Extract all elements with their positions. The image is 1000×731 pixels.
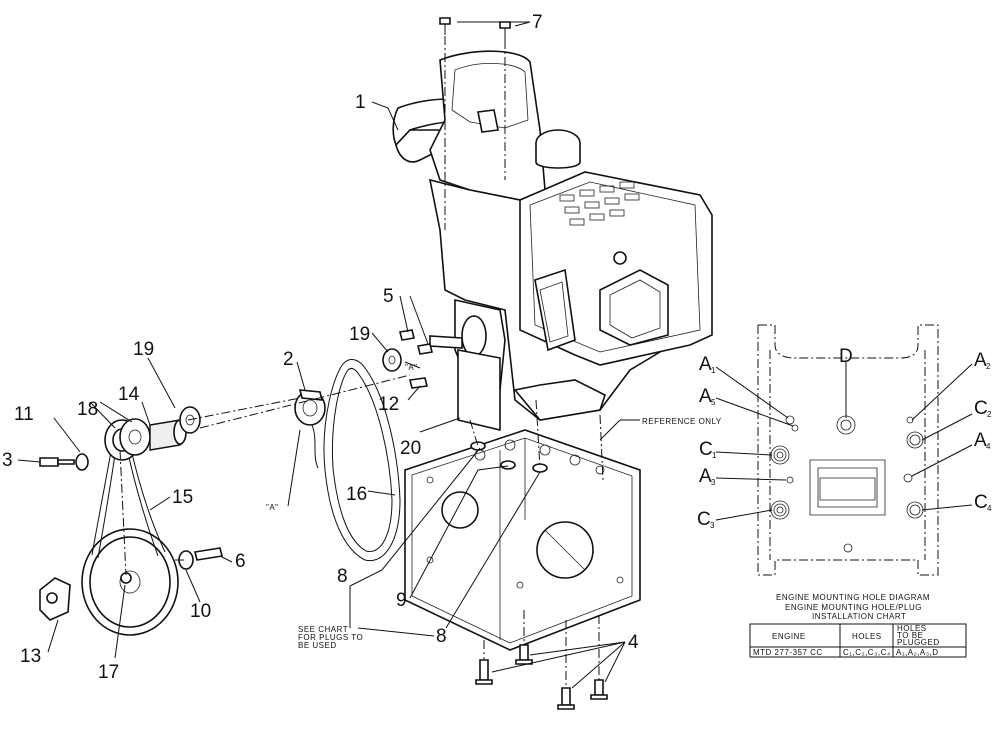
chart-title-2: INSTALLATION CHART [812,612,906,621]
callout-8-bottom: 8 [436,626,447,647]
bolt-part-5a [399,329,415,341]
plug-part-8a [470,441,486,451]
note-reference-only: REFERENCE ONLY [642,417,722,426]
callout-19-center: 19 [349,324,370,345]
callout-3: 3 [2,450,13,471]
installation-chart: ENGINE MOUNTING HOLE/PLUG INSTALLATION C… [749,603,967,658]
callout-20: 20 [400,438,421,459]
hole-label-c4: C [974,492,988,513]
plug-part-9 [500,460,516,470]
spacer-part-14 [149,406,201,451]
chart-header-holes: HOLES [852,632,882,641]
hole-label-c2: C [974,398,988,419]
note-a-left: "A" [266,503,279,512]
callout-11: 11 [14,404,34,425]
hole-label-a5-sub: 5 [711,398,716,407]
chart-header-plugged-1: HOLES [897,624,927,633]
hole-label-c1: C [699,439,713,460]
plate-part-20 [457,349,501,432]
callout-5: 5 [383,286,394,307]
pulley-part-18 [104,418,151,461]
cover-vents [559,181,640,226]
chart-title-1: ENGINE MOUNTING HOLE/PLUG [785,603,922,612]
callout-8-left: 8 [337,566,348,587]
chart-header-plugged-2: TO BE [897,631,923,640]
hole-label-a1: A [699,354,712,375]
note-a-right: "A" [405,363,418,372]
callout-12: 12 [378,394,399,415]
bolt-part-6 [194,547,223,561]
callout-7: 7 [532,12,543,33]
callout-18: 18 [77,399,98,420]
hole-diagram-title: ENGINE MOUNTING HOLE DIAGRAM [776,593,930,602]
chart-cell-holes: C₁,C₂,C₃,C₄ [843,648,891,657]
leader-lines [17,21,640,689]
bolt-part-7b [499,21,511,29]
callout-10: 10 [190,601,211,622]
hole-label-d: D [839,346,853,367]
bolt-part-5b [417,343,433,355]
callout-13: 13 [20,646,41,667]
note-see-chart-2: FOR PLUGS TO [298,633,363,642]
callout-numbers: 1 2 3 4 5 6 7 8 8 9 10 11 12 13 14 15 16… [2,12,639,683]
hole-diagram: D A 1 A 5 C 1 A 3 C 3 A 2 C 2 A 4 C 4 EN… [697,324,992,602]
hole-label-a3-sub: 3 [711,478,716,487]
callout-9: 9 [396,590,407,611]
chart-cell-engine: MTD 277-357 CC [753,648,823,657]
callout-17: 17 [98,662,119,683]
hole-label-c3-sub: 3 [710,521,715,530]
engine-assembly [392,50,713,432]
bolts-part-4 [475,644,608,710]
washer-part-11 [75,453,89,471]
chart-header-engine: ENGINE [772,632,806,641]
hole-label-a2-sub: 2 [986,362,991,371]
alignment-lines [119,36,604,688]
callout-16: 16 [346,484,367,505]
hole-label-a4: A [974,430,987,451]
chart-header-plugged-3: PLUGGED [897,638,940,647]
note-see-chart-3: BE USED [298,641,337,650]
hole-label-a2: A [974,350,987,371]
hole-label-a1-sub: 1 [711,366,716,375]
hole-label-c4-sub: 4 [987,504,992,513]
hole-label-a5: A [699,386,712,407]
callout-4: 4 [628,632,639,653]
callout-15: 15 [172,487,193,508]
hole-label-c1-sub: 1 [712,451,717,460]
hole-label-a3: A [699,466,712,487]
chart-cell-plugged: A₁,A₂,A₃,D [896,648,939,657]
callout-14: 14 [118,384,140,405]
washer-part-19-upper [382,348,402,372]
bolt-part-3 [39,457,75,467]
hole-label-c2-sub: 2 [987,410,992,419]
callout-19-left: 19 [133,339,154,360]
hole-label-a4-sub: 4 [986,442,991,451]
bolt-part-12 [409,377,428,389]
belt-part-16 [323,359,401,562]
hole-label-c3: C [697,509,711,530]
pulley-part-17 [81,528,179,636]
clutch-part-2 [294,389,326,469]
callout-2: 2 [283,349,294,370]
bolt-part-7a [439,17,451,25]
callout-6: 6 [235,551,246,572]
note-see-chart-1: SEE CHART [298,625,348,634]
callout-1: 1 [355,92,366,113]
frame-assembly [404,429,641,651]
